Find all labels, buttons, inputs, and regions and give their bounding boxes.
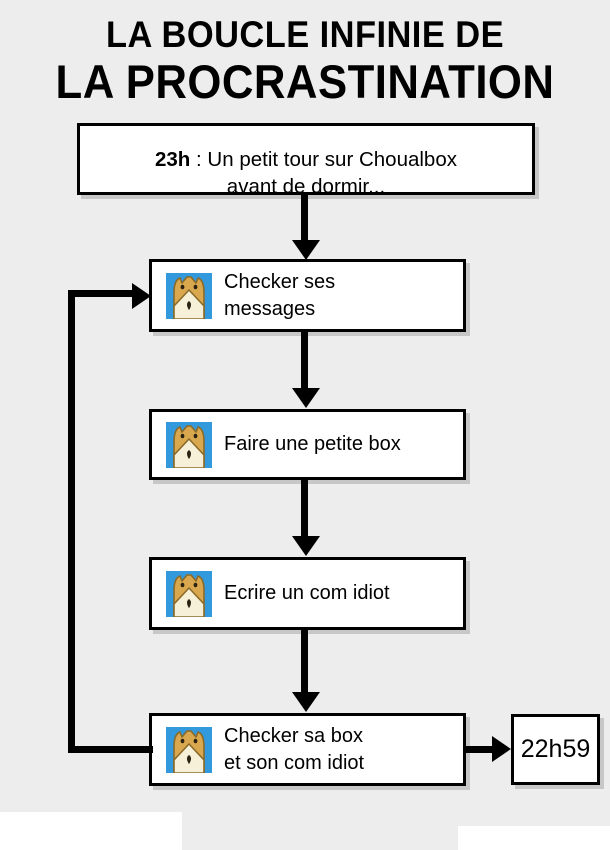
connector-box-to-comment-line: [301, 480, 308, 538]
connector-messages-to-box-line: [301, 332, 308, 390]
loop-arrow-segment-bottom: [68, 746, 153, 753]
node-intro-label: 23h : Un petit tour sur Choualbox avant d…: [155, 119, 457, 200]
connector-intro-to-messages-line: [301, 195, 308, 242]
node-end-time-label: 22h59: [520, 735, 591, 763]
arrow-down-icon: [292, 240, 320, 260]
choualbox-avatar-icon: [166, 726, 212, 773]
loop-arrow-icon: [132, 283, 151, 309]
node-checker-ses-messages[interactable]: Checker ses messages: [149, 259, 466, 332]
node-intro[interactable]: 23h : Un petit tour sur Choualbox avant d…: [77, 123, 535, 198]
page-title: LA BOUCLE INFINIE DE LA PROCRASTINATION: [0, 14, 610, 108]
node-intro-time: 23h: [155, 147, 191, 171]
background-patch-right: [458, 826, 610, 850]
node-faire-une-petite-box[interactable]: Faire une petite box: [149, 409, 466, 480]
node-ecrire-un-com-idiot-label: Ecrire un com idiot: [224, 582, 390, 604]
connector-comment-to-check-line: [301, 630, 308, 694]
choualbox-avatar-icon: [166, 421, 212, 468]
choualbox-avatar-icon: [166, 272, 212, 319]
title-line-2: LA PROCRASTINATION: [55, 55, 555, 108]
node-faire-une-petite-box-label: Faire une petite box: [224, 433, 401, 455]
node-checker-sa-box-label: Checker sa box et son com idiot: [224, 724, 365, 774]
arrow-down-icon: [292, 536, 320, 556]
node-intro-text-line-2: avant de dormir...: [226, 174, 386, 198]
loop-arrow-segment-left: [68, 290, 75, 753]
arrow-right-icon: [492, 736, 511, 762]
arrow-down-icon: [292, 692, 320, 712]
node-intro-text-line-1: Un petit tour sur Choualbox: [207, 147, 457, 171]
connector-check-to-time-line: [466, 746, 498, 753]
arrow-down-icon: [292, 388, 320, 408]
node-checker-ses-messages-label: Checker ses messages: [224, 270, 336, 320]
loop-arrow-segment-top: [68, 290, 138, 297]
node-end-time[interactable]: 22h59: [511, 714, 600, 785]
title-line-1: LA BOUCLE INFINIE DE: [105, 14, 505, 55]
node-checker-sa-box[interactable]: Checker sa box et son com idiot: [149, 713, 466, 786]
node-ecrire-un-com-idiot[interactable]: Ecrire un com idiot: [149, 557, 466, 630]
choualbox-avatar-icon: [166, 570, 212, 617]
background-patch-left: [0, 812, 182, 850]
node-intro-separator: :: [190, 147, 208, 171]
